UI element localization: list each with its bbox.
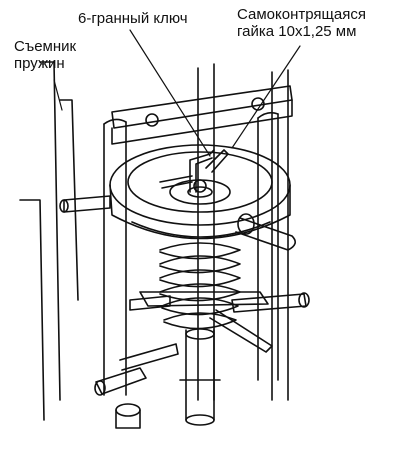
bottom-handles xyxy=(94,343,179,429)
upper-cross-bar xyxy=(111,85,293,145)
front-guide-rods xyxy=(103,111,279,396)
lock-nut-label-line2: гайка 10x1,25 мм xyxy=(237,23,357,40)
lower-clamp xyxy=(129,291,310,353)
lock-nut-label-line1: Самоконтрящаяся xyxy=(237,6,366,23)
side-bolts xyxy=(59,195,296,251)
hex-key-label: 6-гранный ключ xyxy=(78,10,188,27)
spring-puller-label: Съемник пружин xyxy=(14,38,76,72)
shock-absorber xyxy=(179,328,221,426)
spring-puller-label-line1: Съемник xyxy=(14,38,77,55)
spring-puller-label-line2: пружин xyxy=(14,55,65,72)
leader-lines xyxy=(53,29,301,157)
coil-spring xyxy=(159,242,241,330)
rear-frame-posts xyxy=(19,61,289,421)
lock-nut-label: Самоконтрящаяся гайка 10x1,25 мм xyxy=(237,6,366,40)
hex-key-and-nut xyxy=(159,149,229,193)
